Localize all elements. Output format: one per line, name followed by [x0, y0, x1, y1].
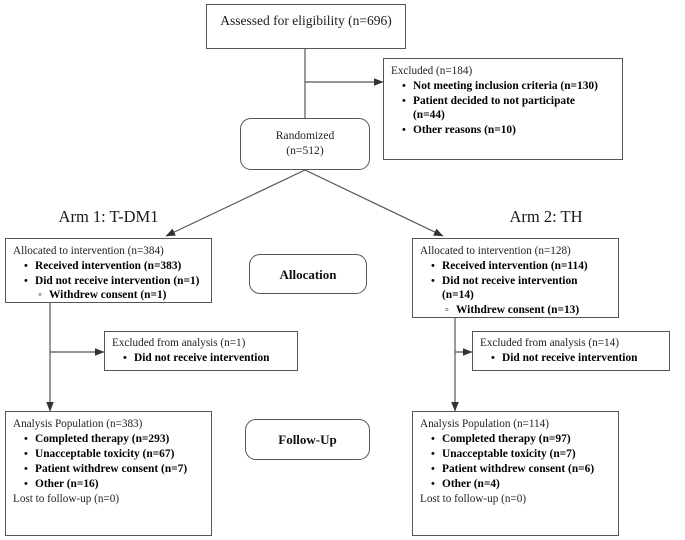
- list-item: Did not receive intervention (n=1) Withd…: [35, 274, 204, 303]
- arm2-allocation-sublist: Withdrew consent (n=13): [442, 303, 594, 318]
- arm1-completed-therapy: Completed therapy (n=293): [35, 433, 169, 445]
- list-item: Completed therapy (n=293): [35, 432, 204, 447]
- box-excluded: Excluded (n=184) Not meeting inclusion c…: [383, 58, 623, 160]
- arm1-withdrew-consent: Withdrew consent (n=1): [49, 289, 166, 301]
- box-assessed-for-eligibility: Assessed for eligibility (n=696): [206, 4, 406, 49]
- excluded-item-1: Patient decided to not participate (n=44…: [413, 95, 575, 122]
- allocation-label: Allocation: [279, 266, 337, 282]
- list-item: Patient withdrew consent (n=7): [35, 462, 204, 477]
- arm2-title: Arm 2: TH: [509, 207, 583, 226]
- arm2-received: Received intervention (n=114): [442, 260, 588, 272]
- arm1-allocation-sublist: Withdrew consent (n=1): [35, 288, 204, 303]
- list-item: Received intervention (n=383): [35, 259, 204, 274]
- box-arm1-analysis-population: Analysis Population (n=383) Completed th…: [5, 411, 212, 536]
- box-arm2-analysis-population: Analysis Population (n=114) Completed th…: [412, 411, 619, 536]
- list-item: Completed therapy (n=97): [442, 432, 611, 447]
- arm1-allocation-lead: Allocated to intervention (n=384): [13, 245, 164, 257]
- box-randomized: Randomized (n=512): [240, 118, 370, 170]
- arm2-unacceptable-toxicity: Unacceptable toxicity (n=7): [442, 448, 576, 460]
- box-stage-followup: Follow-Up: [245, 419, 370, 460]
- arm1-excluded-list: Did not receive intervention: [112, 351, 290, 366]
- arm2-withdrew-consent: Withdrew consent (n=13): [456, 304, 579, 316]
- list-item: Unacceptable toxicity (n=7): [442, 447, 611, 462]
- box-arm1-excluded-from-analysis: Excluded from analysis (n=1) Did not rec…: [104, 331, 298, 371]
- arm2-lost-to-followup: Lost to follow-up (n=0): [420, 492, 527, 505]
- excluded-item-2: Other reasons (n=10): [413, 124, 516, 136]
- arm2-allocation-lead: Allocated to intervention (n=128): [420, 245, 571, 257]
- excluded-item-0: Not meeting inclusion criteria (n=130): [413, 80, 598, 92]
- list-item: Patient withdrew consent (n=6): [442, 462, 611, 477]
- assessed-text: Assessed for eligibility (n=696): [220, 13, 392, 28]
- box-arm2-excluded-from-analysis: Excluded from analysis (n=14) Did not re…: [472, 331, 670, 371]
- arm2-excluded-item-0: Did not receive intervention: [502, 352, 638, 364]
- arm1-excluded-lead: Excluded from analysis (n=1): [112, 337, 246, 349]
- randomized-line-2: (n=512): [286, 144, 324, 157]
- randomized-line-1: Randomized: [275, 129, 335, 142]
- arm1-unacceptable-toxicity: Unacceptable toxicity (n=67): [35, 448, 174, 460]
- arm1-excluded-item-0: Did not receive intervention: [134, 352, 270, 364]
- list-item: Other (n=4): [442, 477, 611, 492]
- arm1-withdrew-consent-analysis: Patient withdrew consent (n=7): [35, 463, 187, 475]
- arm1-other: Other (n=16): [35, 478, 99, 490]
- list-item: Did not receive intervention (n=14) With…: [442, 274, 594, 318]
- arm2-completed-therapy: Completed therapy (n=97): [442, 433, 571, 445]
- arm1-title: Arm 1: T-DM1: [58, 207, 159, 226]
- box-stage-allocation: Allocation: [249, 254, 367, 294]
- list-item: Received intervention (n=114): [442, 259, 611, 274]
- list-item: Did not receive intervention: [134, 351, 290, 366]
- list-item: Patient decided to not participate (n=44…: [413, 94, 603, 123]
- arm2-allocation-list: Received intervention (n=114) Did not re…: [420, 259, 611, 318]
- list-item: Withdrew consent (n=1): [49, 288, 204, 303]
- arm2-not-received: Did not receive intervention (n=14): [442, 275, 578, 302]
- arm2-excluded-list: Did not receive intervention: [480, 351, 662, 366]
- arm2-excluded-lead: Excluded from analysis (n=14): [480, 337, 619, 349]
- followup-label: Follow-Up: [278, 432, 337, 447]
- arm1-lost-to-followup: Lost to follow-up (n=0): [13, 492, 120, 505]
- excluded-list: Not meeting inclusion criteria (n=130) P…: [391, 79, 615, 138]
- arm1-allocation-list: Received intervention (n=383) Did not re…: [13, 259, 204, 303]
- arm2-analysis-lead: Analysis Population (n=114): [420, 418, 549, 430]
- list-item: Withdrew consent (n=13): [456, 303, 594, 318]
- arm1-analysis-lead: Analysis Population (n=383): [13, 418, 143, 430]
- arm2-other: Other (n=4): [442, 478, 500, 490]
- list-item: Did not receive intervention: [502, 351, 662, 366]
- box-arm1-allocation: Allocated to intervention (n=384) Receiv…: [5, 238, 212, 303]
- arm1-not-received: Did not receive intervention (n=1): [35, 275, 199, 287]
- list-item: Not meeting inclusion criteria (n=130): [413, 79, 615, 94]
- list-item: Other (n=16): [35, 477, 204, 492]
- list-item: Other reasons (n=10): [413, 123, 615, 138]
- arm1-received: Received intervention (n=383): [35, 260, 181, 272]
- box-arm2-allocation: Allocated to intervention (n=128) Receiv…: [412, 238, 619, 318]
- arm2-analysis-list: Completed therapy (n=97) Unacceptable to…: [420, 432, 611, 492]
- arm2-withdrew-consent-analysis: Patient withdrew consent (n=6): [442, 463, 594, 475]
- excluded-lead: Excluded (n=184): [391, 65, 473, 77]
- arm1-analysis-list: Completed therapy (n=293) Unacceptable t…: [13, 432, 204, 492]
- list-item: Unacceptable toxicity (n=67): [35, 447, 204, 462]
